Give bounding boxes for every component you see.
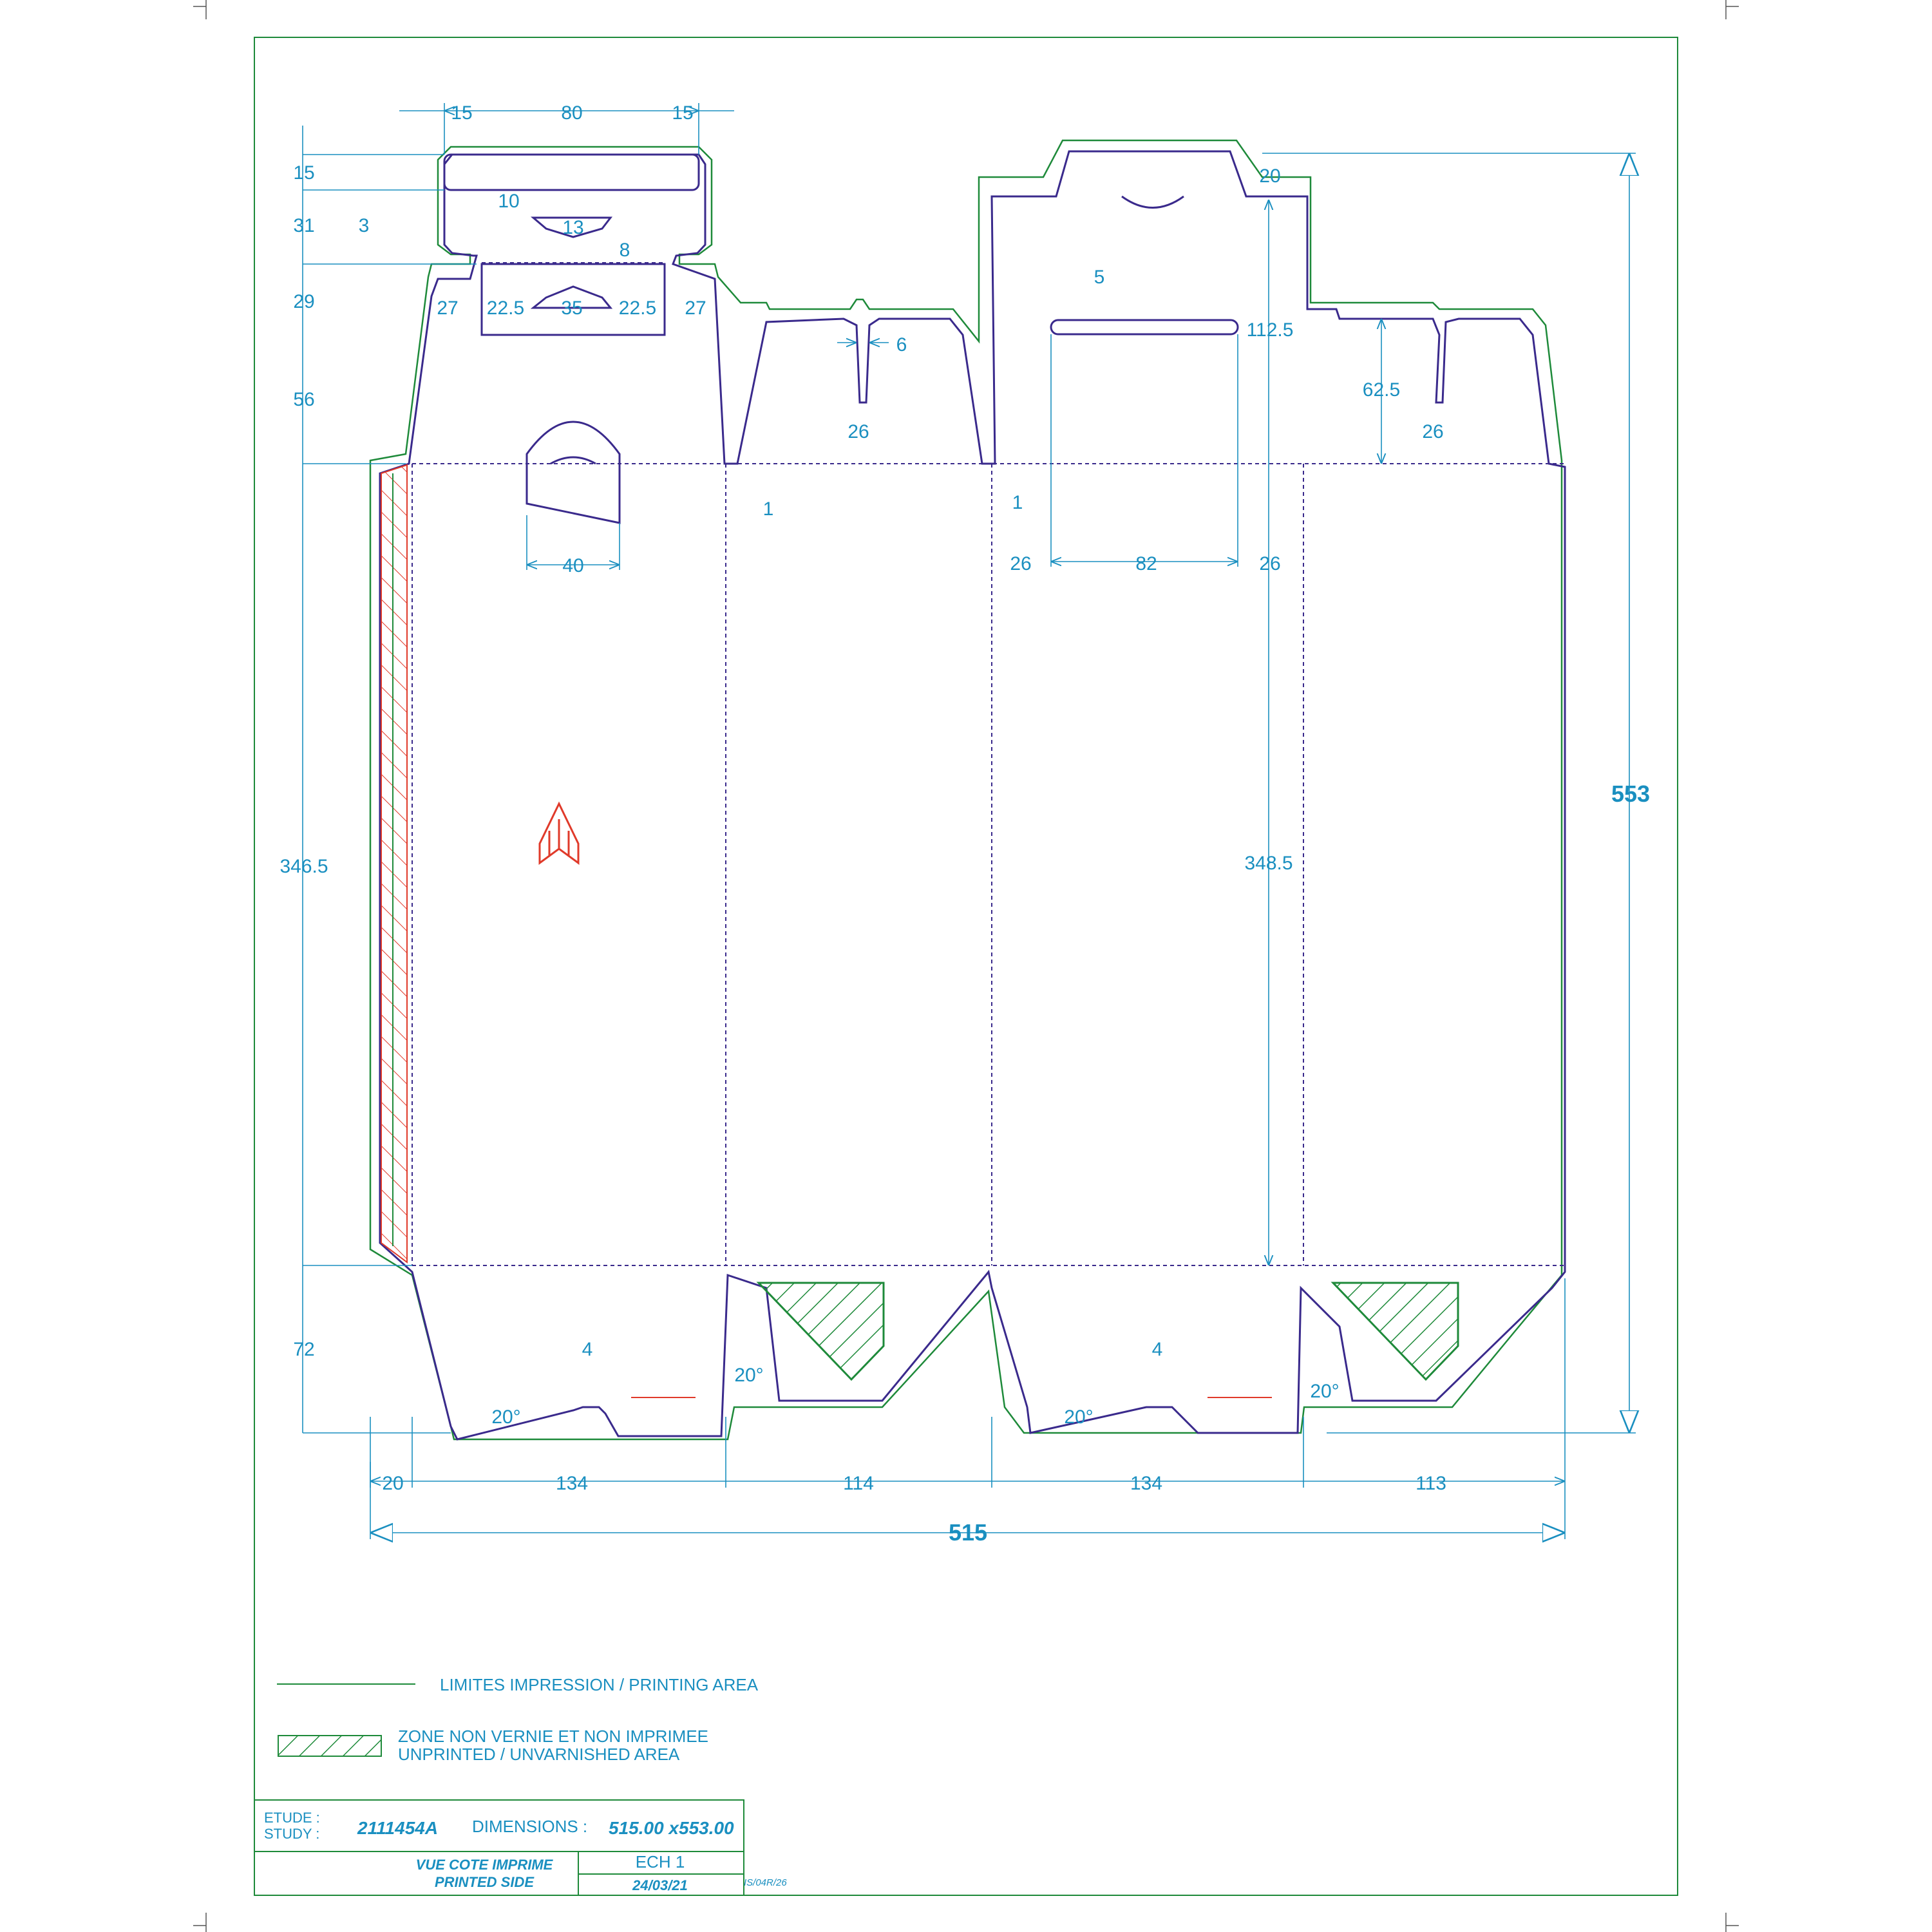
crop-marks	[193, 0, 1739, 1932]
view-label-1: VUE COTE IMPRIME	[416, 1857, 554, 1873]
dim-top-tab-margin-left: 15	[451, 102, 472, 124]
view-label-2: PRINTED SIDE	[435, 1874, 535, 1890]
date-label: 24/03/21	[632, 1877, 688, 1893]
drawing-frame	[254, 37, 1678, 1896]
hang-tab-slot	[443, 153, 700, 191]
legend-unprinted-label-1: ZONE NON VERNIE ET NON IMPRIMEE	[398, 1727, 708, 1746]
thumb-notch-fold	[550, 456, 596, 465]
dim-slot-width: 6	[896, 334, 907, 355]
lid-slot	[1050, 319, 1239, 336]
dim-glue-flap-width: 20	[382, 1473, 403, 1494]
dim-hang-hole-width: 13	[562, 217, 583, 238]
scale-label: ECH 1	[636, 1852, 685, 1871]
dim-creep-1: 1	[763, 498, 774, 520]
dim-neck-height: 29	[293, 291, 314, 312]
thumb-notch	[526, 421, 621, 524]
dim-lid-inset-right: 26	[1259, 553, 1280, 574]
study-number: 2111454A	[357, 1818, 438, 1838]
dim-lid-inset-left: 26	[1010, 553, 1031, 574]
dim-shoulder-height: 56	[293, 389, 314, 410]
dim-bottom-notch-2: 4	[1152, 1339, 1163, 1360]
dim-panel-4-width: 113	[1416, 1473, 1446, 1494]
dim-flap-depth-2: 26	[1422, 421, 1443, 442]
dim-hang-tab-gap: 10	[498, 191, 519, 212]
dim-neck-side-left: 27	[437, 298, 458, 319]
dim-bottom-height: 72	[293, 1339, 314, 1360]
dim-panel-3-width: 134	[1130, 1473, 1162, 1494]
glue-flap-unprinted-area	[381, 464, 408, 1264]
dim-angle-2: 20°	[734, 1365, 763, 1386]
dim-neck-depth-a: 31	[293, 215, 314, 236]
study-label-2: STUDY :	[264, 1826, 319, 1842]
dim-top-tab-width: 80	[561, 102, 582, 124]
legend-unprinted-swatch	[278, 1735, 382, 1757]
neck-panel	[480, 263, 666, 336]
dim-lid-slot-width: 82	[1135, 553, 1157, 574]
dim-panel-1-width: 134	[556, 1473, 588, 1494]
dim-total-height: 553	[1611, 781, 1650, 807]
dim-panel-2-width: 114	[843, 1473, 874, 1494]
dim-bottom-notch-1: 4	[582, 1339, 593, 1360]
dim-neck-inner-right: 22.5	[619, 298, 656, 319]
dimension-lines	[302, 103, 1636, 1539]
study-label-1: ETUDE :	[264, 1810, 320, 1826]
grain-direction-arrow	[538, 801, 580, 865]
dimension-labels: 15 80 15 15 10 13 8 31 3 29 27 22.5 35 2…	[279, 102, 1650, 1546]
legend-printing-area-label: LIMITES IMPRESSION / PRINTING AREA	[440, 1675, 759, 1694]
bottom-unprinted-area-1	[756, 1282, 885, 1381]
dimensions-label: DIMENSIONS :	[472, 1817, 587, 1836]
dim-neck-depth-b: 3	[359, 215, 370, 236]
hang-hole-top	[530, 216, 613, 238]
dim-angle-1: 20°	[491, 1406, 520, 1428]
printing-area-outline	[369, 139, 1563, 1441]
dim-thumb-notch-width: 40	[562, 555, 583, 576]
dim-neck-side-right: 27	[685, 298, 706, 319]
dim-lid-slot-height: 5	[1094, 267, 1105, 288]
dim-creep-2: 1	[1012, 492, 1023, 513]
dim-panel-height-right: 348.5	[1244, 853, 1293, 874]
dim-top-tab-margin-right: 15	[672, 102, 693, 124]
hang-hole-bottom	[530, 285, 613, 309]
dim-neck-hole-width: 35	[561, 298, 582, 319]
dim-hang-tab-height: 15	[293, 162, 314, 184]
dim-lid-tab: 20	[1259, 166, 1280, 187]
cut-line-outline	[379, 150, 1566, 1441]
dim-flap-height-right: 62.5	[1363, 379, 1400, 401]
dim-lid-height: 112.5	[1247, 319, 1294, 341]
lid-finger-notch	[1121, 195, 1184, 209]
bottom-unprinted-area-2	[1331, 1282, 1459, 1381]
title-block: ETUDE : STUDY : 2111454A DIMENSIONS : 51…	[254, 1799, 787, 1896]
legend-unprinted-label-2: UNPRINTED / UNVARNISHED AREA	[398, 1745, 680, 1764]
dimensions-value: 515.00 x553.00	[609, 1818, 734, 1838]
reference-code: IS/04R/26	[744, 1877, 787, 1888]
dim-panel-height-left: 346.5	[279, 856, 328, 877]
dim-angle-3: 20°	[1064, 1406, 1093, 1428]
dim-neck-inner-left: 22.5	[487, 298, 524, 319]
dim-total-width: 515	[949, 1519, 987, 1546]
dim-hang-hole-offset: 8	[620, 240, 630, 261]
dim-flap-depth-1: 26	[848, 421, 869, 442]
legend: LIMITES IMPRESSION / PRINTING AREA ZONE …	[277, 1675, 759, 1764]
dim-angle-4: 20°	[1310, 1381, 1339, 1402]
